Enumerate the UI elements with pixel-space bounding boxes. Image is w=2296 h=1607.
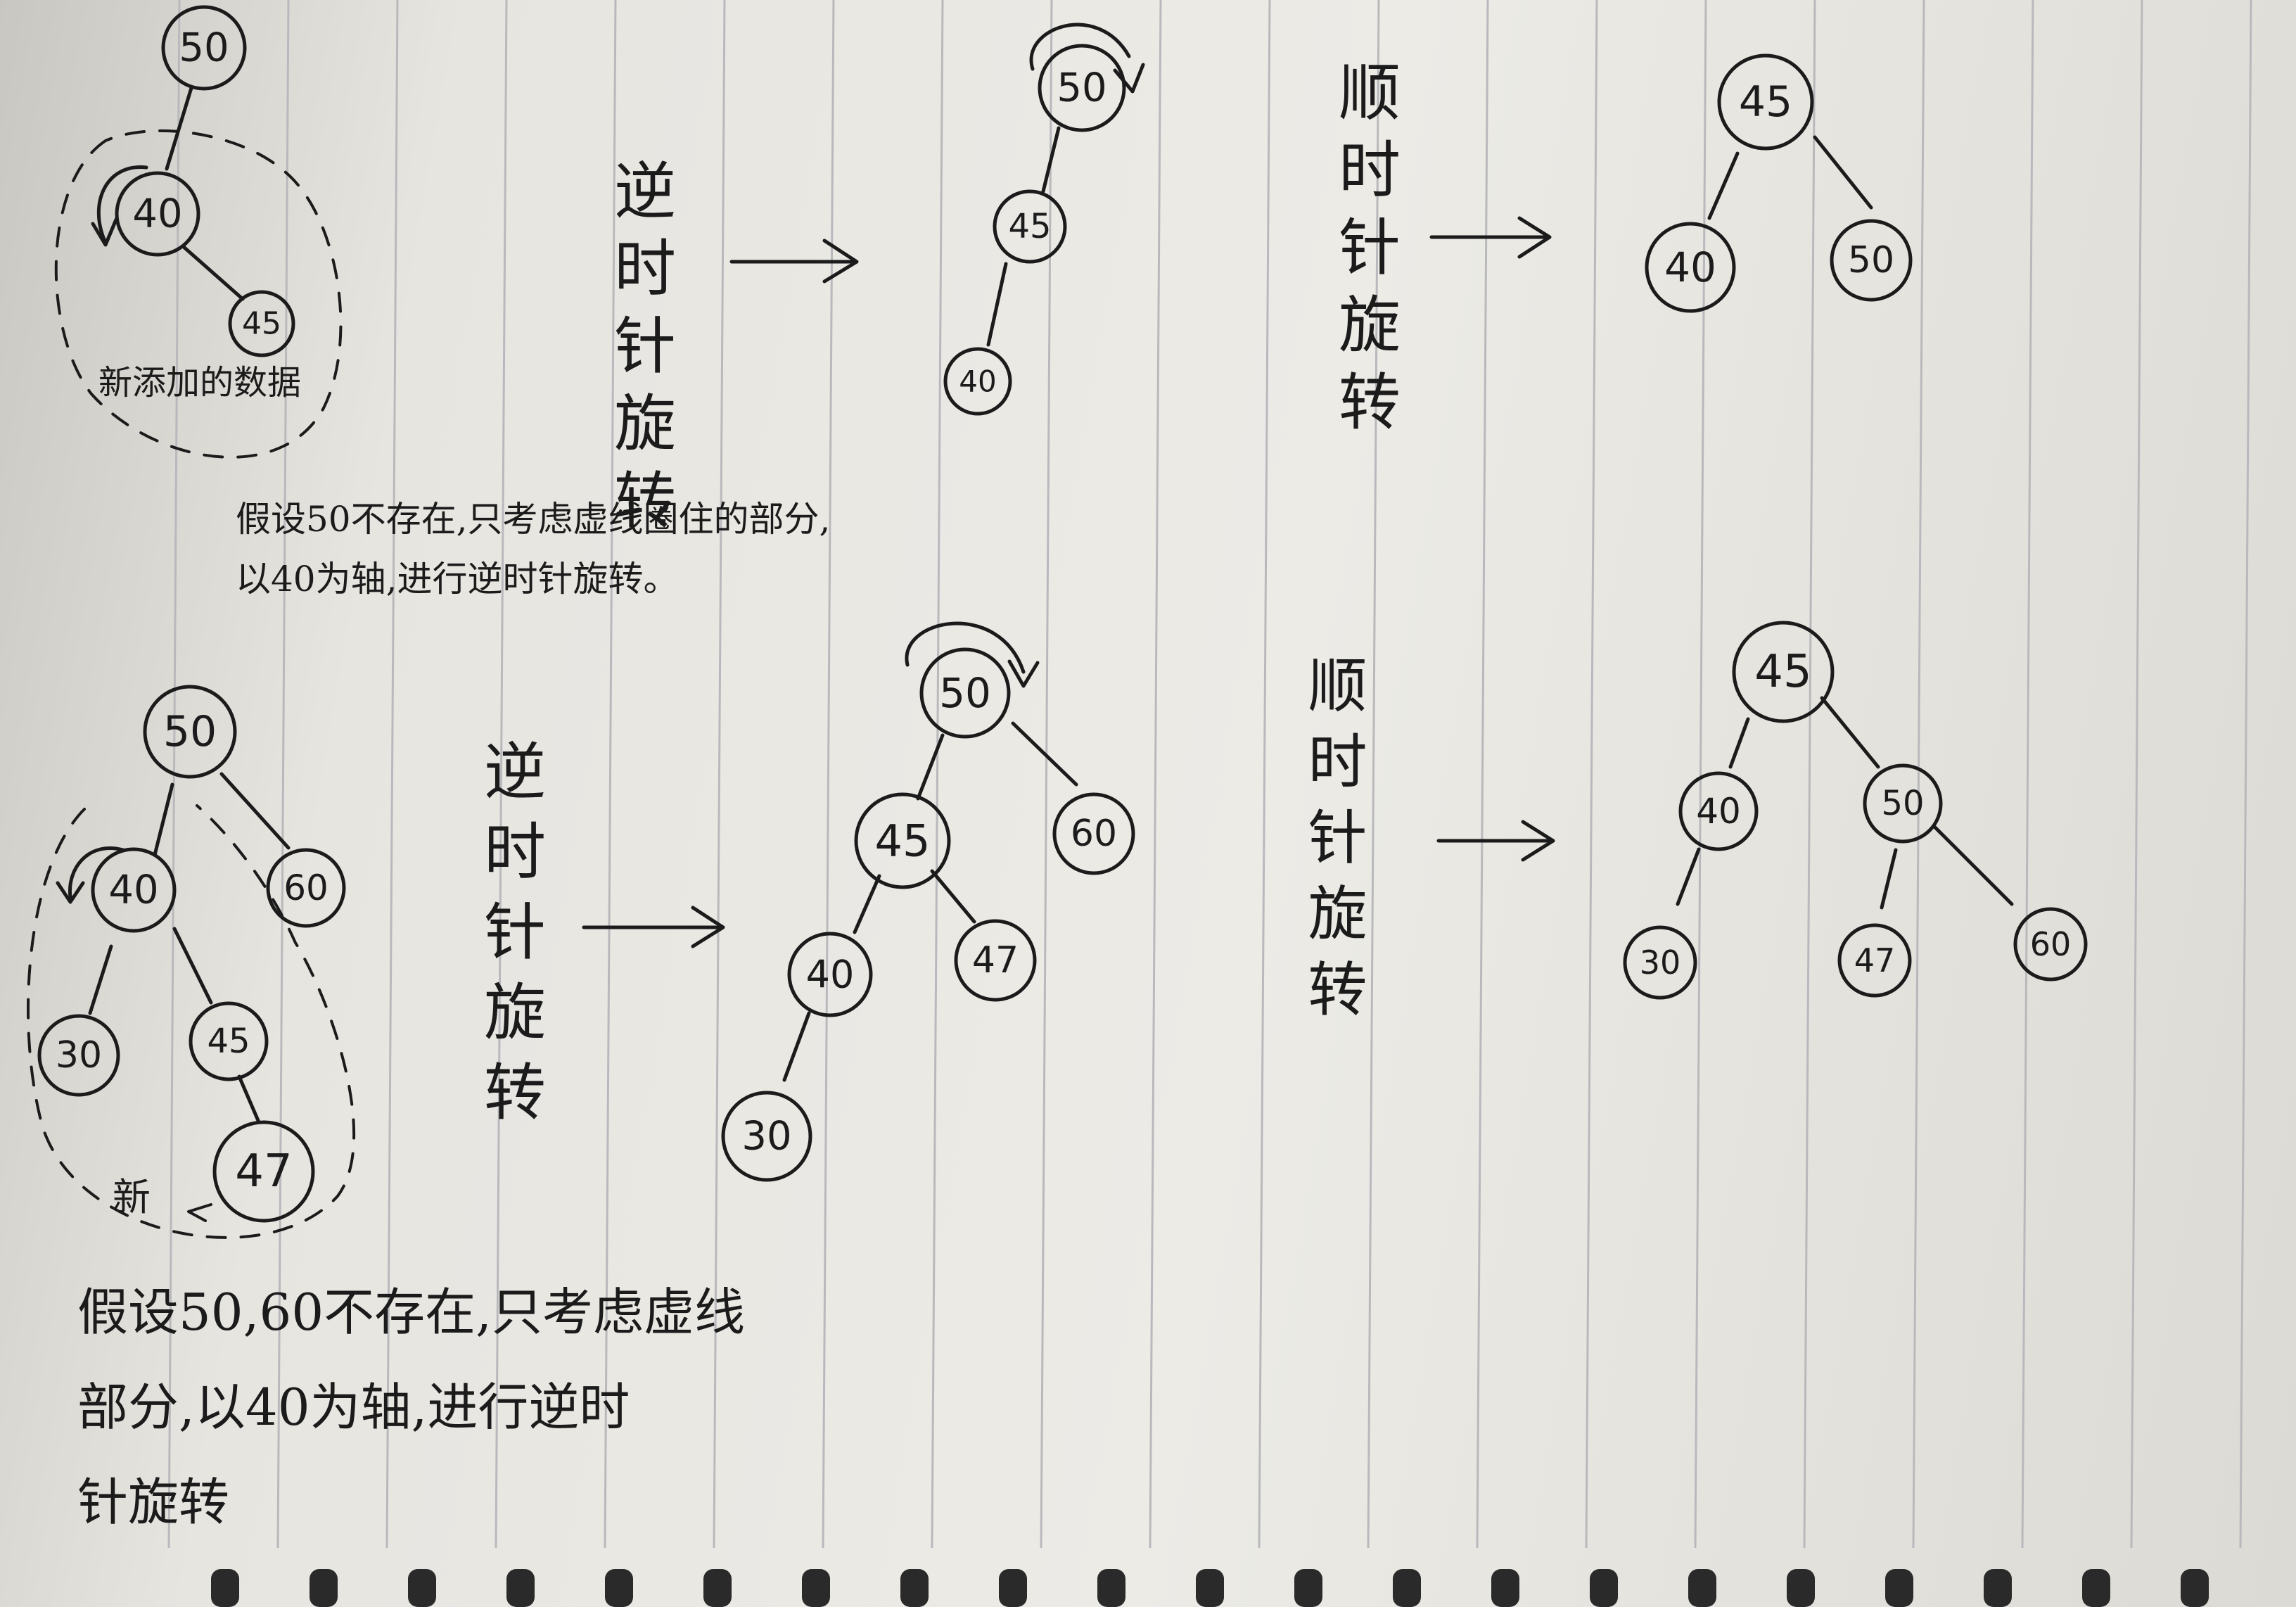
- clockwise-rotation-arrow: [1029, 23, 1131, 71]
- note-line: 假设50不存在,只考虑虚线圈住的部分,: [236, 499, 830, 540]
- note-line: 部分,以40为轴,进行逆时: [77, 1378, 630, 1437]
- tree-node: 60: [266, 848, 346, 928]
- top-note: 假设50不存在,只考虑虚线圈住的部分, 以40为轴,进行逆时针旋转。: [236, 499, 830, 599]
- node-label: 50: [1057, 65, 1106, 111]
- node-label: 50: [939, 669, 991, 717]
- node-label: 45: [1008, 207, 1051, 246]
- bottom-tree-after-step1: 50 45 60 40 47 30: [721, 621, 1135, 1182]
- top-tree-after-step1: 50 45 40: [943, 23, 1145, 416]
- bottom-step2-label: 顺时针旋转: [1299, 654, 1367, 1034]
- node-label: 47: [972, 939, 1019, 982]
- top-step2-label: 顺时针旋转: [1329, 60, 1401, 447]
- top-step1-label: 逆时针旋转: [604, 158, 677, 545]
- tree-node: 40: [91, 847, 177, 933]
- node-label: 50: [179, 25, 229, 71]
- tree-node: 40: [1678, 771, 1759, 851]
- counterclockwise-rotation-arrow: [68, 846, 125, 899]
- spiral-binding: [211, 1569, 2209, 1607]
- node-label: 60: [283, 868, 329, 908]
- svg-text:逆时针旋转: 逆时针旋转: [474, 739, 547, 1140]
- node-label: 45: [242, 306, 281, 342]
- svg-text:顺时针旋转: 顺时针旋转: [1299, 654, 1367, 1034]
- node-label: 45: [1754, 646, 1811, 698]
- clockwise-rotation-arrow: [905, 621, 1026, 674]
- node-label: 47: [1854, 941, 1896, 979]
- tree-node: 47: [1837, 923, 1912, 998]
- tree-node: 30: [721, 1091, 812, 1182]
- tree-node: 50: [1863, 763, 1943, 844]
- tree-node: 45: [854, 792, 951, 889]
- bottom-step1-label: 逆时针旋转: [474, 739, 547, 1140]
- tree-node: 50: [919, 647, 1011, 739]
- node-label: 50: [1881, 784, 1924, 823]
- bottom-note: 假设50,60不存在,只考虑虚线 部分,以40为轴,进行逆时 针旋转: [77, 1283, 745, 1532]
- node-label: 40: [1696, 791, 1741, 832]
- node-label: 50: [1848, 239, 1894, 281]
- tree-node: 45: [993, 189, 1067, 264]
- bottom-step2-arrow: [1436, 820, 1555, 862]
- tree-node: 40: [115, 171, 200, 257]
- svg-text:逆时针旋转: 逆时针旋转: [604, 158, 677, 545]
- top-initial-tree: 50 40 45 新添加的数据: [54, 5, 343, 459]
- bottom-final-tree: 45 40 50 30 47 60: [1623, 621, 2088, 1000]
- node-label: 45: [207, 1022, 250, 1061]
- tree-node: 50: [1830, 219, 1913, 302]
- node-label: 30: [56, 1034, 102, 1076]
- tree-node: 47: [212, 1120, 315, 1223]
- node-label: 40: [108, 868, 158, 913]
- node-label: 47: [235, 1145, 292, 1198]
- node-label: 50: [163, 707, 217, 756]
- tree-node: 50: [161, 5, 247, 91]
- bottom-initial-tree: 50 40 60 30 45 47 新: [27, 685, 356, 1239]
- node-label: 60: [2030, 925, 2072, 963]
- tree-node: 45: [189, 1001, 269, 1081]
- node-label: 45: [875, 815, 931, 867]
- note-line: 假设50,60不存在,只考虑虚线: [77, 1283, 745, 1342]
- dashed-boundary: [27, 804, 356, 1239]
- node-label: 40: [806, 953, 855, 997]
- node-label: 40: [1664, 243, 1716, 291]
- tree-node: 50: [1038, 44, 1126, 132]
- svg-text:顺时针旋转: 顺时针旋转: [1329, 60, 1401, 447]
- counterclockwise-rotation-arrow: [96, 165, 148, 245]
- new-data-note: 新添加的数据: [98, 363, 301, 402]
- tree-node: 40: [787, 932, 873, 1017]
- tree-node: 47: [954, 919, 1037, 1002]
- node-label: 45: [1739, 77, 1792, 127]
- tree-node: 45: [228, 290, 295, 357]
- node-label: 40: [132, 191, 182, 237]
- tree-node: 40: [1645, 222, 1736, 313]
- node-label: 30: [1640, 944, 1681, 982]
- tree-node: 40: [943, 347, 1012, 416]
- node-label: 60: [1071, 813, 1117, 855]
- tree-node: 45: [1732, 621, 1835, 723]
- bottom-step1-arrow: [582, 906, 725, 948]
- dashed-boundary: [54, 129, 343, 459]
- note-line: 针旋转: [77, 1473, 229, 1532]
- tree-node: 60: [1052, 792, 1135, 875]
- top-final-tree: 45 40 50: [1645, 53, 1913, 313]
- ruled-lines: [167, 0, 2252, 1549]
- tree-node: 30: [37, 1014, 120, 1097]
- tree-node: 60: [2013, 907, 2088, 982]
- note-line: 以40为轴,进行逆时针旋转。: [236, 559, 679, 599]
- top-step1-arrow: [729, 239, 859, 284]
- new-note: 新: [113, 1175, 151, 1219]
- top-step2-arrow: [1429, 216, 1552, 259]
- tree-node: 45: [1717, 53, 1814, 151]
- node-label: 40: [959, 364, 996, 399]
- tree-node: 50: [143, 685, 237, 779]
- node-label: 30: [741, 1114, 791, 1160]
- tree-node: 30: [1623, 925, 1697, 1000]
